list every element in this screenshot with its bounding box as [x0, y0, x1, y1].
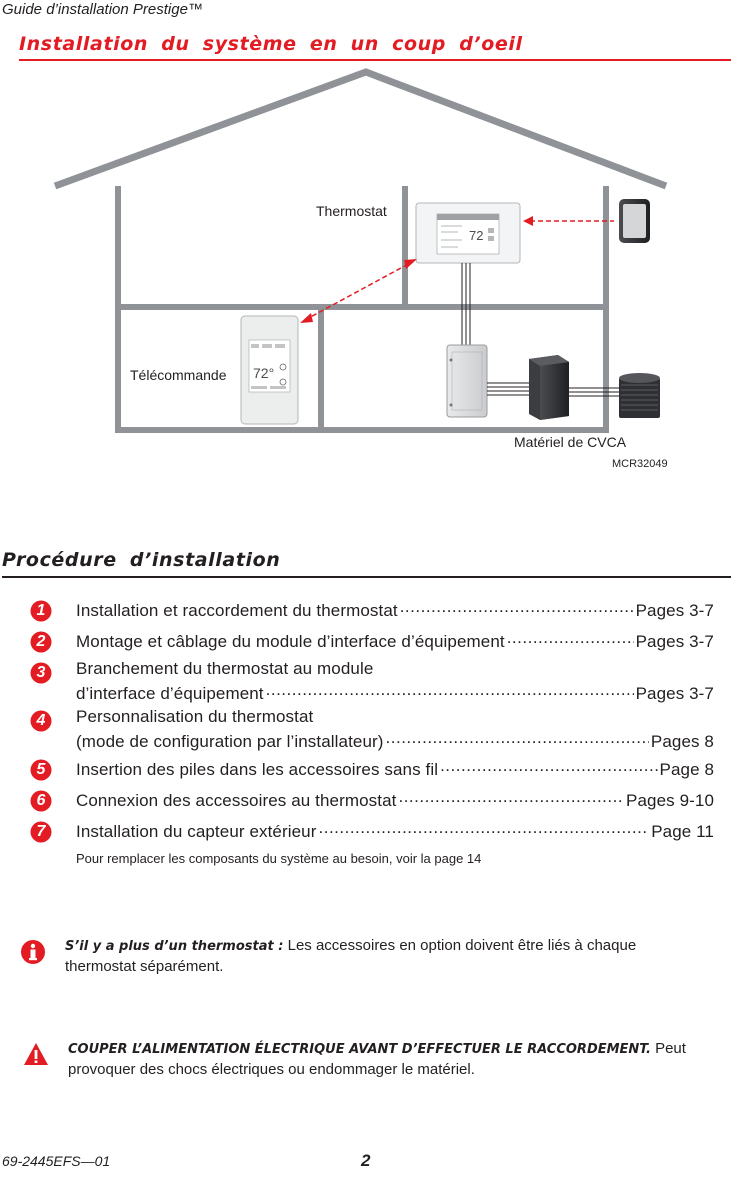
step-number: 2 [36, 633, 46, 650]
step-number-badge: 7 [30, 821, 52, 843]
overview-rule [19, 59, 731, 61]
procedure-rule [2, 576, 731, 578]
remote-screen-temp: 72° [253, 365, 274, 381]
house-roof [53, 68, 668, 190]
step-number-badge: 2 [30, 631, 52, 653]
label-hvac: Matériel de CVCA [514, 434, 627, 450]
thermostat-screen-temp: 72 [469, 228, 483, 243]
step-number-badge: 6 [30, 790, 52, 812]
step-number-badge: 1 [30, 600, 52, 622]
wireless-link-remote [300, 259, 417, 323]
warning-notice: COUPER L’ALIMENTATION ÉLECTRIQUE AVANT D… [68, 1039, 718, 1080]
dot-leader [398, 787, 624, 807]
remote-device: 72° [240, 315, 299, 425]
step-number: 6 [36, 792, 46, 809]
equipment-wires [487, 382, 620, 397]
warning-notice-text: Peut provoquer des chocs électriques ou … [68, 1040, 686, 1078]
step-text: Installation et raccordement du thermost… [76, 601, 398, 620]
label-thermostat: Thermostat [316, 203, 387, 219]
step-page-ref: Pages 3-7 [635, 684, 714, 703]
overview-heading: Installation du système en un coup d’oei… [19, 33, 523, 55]
warning-notice-bold: COUPER L’ALIMENTATION ÉLECTRIQUE AVANT D… [68, 1042, 651, 1057]
dot-leader [440, 756, 657, 776]
condenser-unit [619, 373, 660, 418]
house-walls [115, 186, 609, 433]
running-header: Guide d’installation Prestige™ [2, 1, 203, 18]
document-number: 69-2445EFS—01 [2, 1153, 111, 1169]
step-text: d’interface d’équipement [76, 684, 264, 703]
info-icon [20, 939, 46, 970]
procedure-step: 1 Installation et raccordement du thermos… [30, 597, 714, 637]
dot-leader [319, 818, 650, 838]
dot-leader [266, 680, 634, 700]
step-text: Connexion des accessoires au thermostat [76, 791, 397, 810]
procedure-step: 4 Personnalisation du thermostat (mode de … [30, 707, 714, 751]
dot-leader [507, 628, 634, 648]
step-number: 7 [36, 823, 46, 840]
thermostat-wire [461, 263, 471, 345]
replace-note: Pour remplacer les composants du système… [76, 851, 482, 866]
procedure-heading: Procédure d’installation [2, 549, 281, 571]
step-number: 1 [36, 602, 46, 619]
wireless-link-accessory [523, 216, 614, 226]
step-text: Insertion des piles dans les accessoires… [76, 760, 439, 779]
info-notice: S’il y a plus d’un thermostat : Les acce… [65, 936, 675, 977]
step-page-ref: Pages 3-7 [635, 632, 714, 651]
info-notice-bold: S’il y a plus d’un thermostat : [65, 939, 284, 954]
label-remote: Télécommande [130, 367, 227, 383]
system-diagram: 72 72° [53, 68, 668, 470]
dot-leader [400, 597, 634, 617]
page-number: 2 [361, 1151, 371, 1170]
step-number-badge: 5 [30, 759, 52, 781]
step-text: Installation du capteur extérieur [76, 822, 317, 841]
furnace-unit [529, 355, 569, 420]
procedure-step: 7 Installation du capteur extérieur Page 1… [30, 818, 714, 858]
wireless-accessory [619, 199, 650, 243]
info-notice-text: Les accessoires en option doivent être l… [65, 937, 637, 975]
step-number: 5 [36, 761, 46, 778]
step-page-ref: Pages 8 [650, 732, 714, 751]
step-page-ref: Pages 3-7 [635, 601, 714, 620]
step-text: (mode de configuration par l’installateu… [76, 732, 384, 751]
equipment-interface-module [446, 344, 488, 418]
warning-icon [23, 1042, 49, 1071]
step-page-ref: Page 8 [659, 760, 714, 779]
procedure-step: 6 Connexion des accessoires au thermostat… [30, 787, 714, 827]
step-number-badge: 4 [30, 710, 52, 732]
dot-leader [386, 728, 649, 748]
procedure-step: 3 Branchement du thermostat au module d’in… [30, 659, 714, 703]
step-text: Personnalisation du thermostat [76, 707, 314, 726]
thermostat-device: 72 [415, 202, 521, 264]
step-number-badge: 3 [30, 662, 52, 684]
step-number: 4 [36, 712, 46, 729]
step-page-ref: Pages 9-10 [626, 791, 714, 810]
figure-code: MCR32049 [612, 458, 668, 470]
step-text: Branchement du thermostat au module [76, 659, 374, 678]
step-number: 3 [36, 664, 46, 681]
procedure-step: 5 Insertion des piles dans les accessoire… [30, 756, 714, 796]
step-page-ref: Page 11 [651, 822, 714, 841]
step-text: Montage et câblage du module d’interface… [76, 632, 505, 651]
procedure-step: 2 Montage et câblage du module d’interfac… [30, 628, 714, 668]
